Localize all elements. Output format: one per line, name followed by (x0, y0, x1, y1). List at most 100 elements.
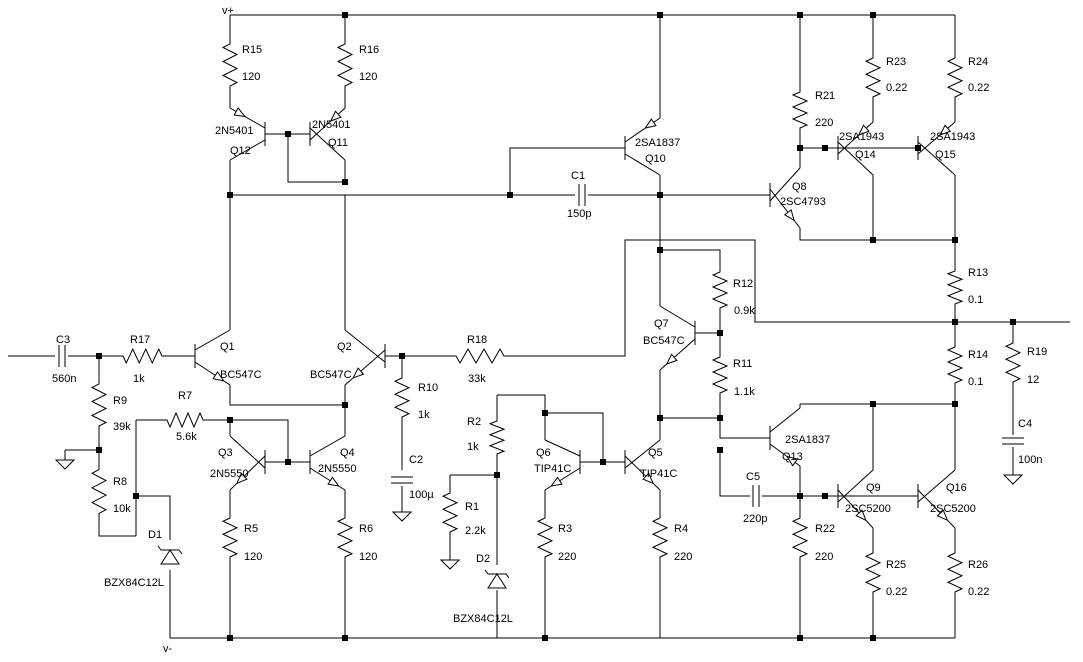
transistor-q14 (837, 121, 874, 176)
capacitor-c3 (58, 345, 66, 367)
transistor-collector (769, 407, 801, 433)
transistor-q4 (309, 435, 346, 491)
ground-symbol (54, 459, 76, 470)
component-label: 2SC4793 (780, 196, 826, 208)
wire (509, 147, 625, 195)
capacitor-c5 (752, 485, 760, 507)
ground-triangle (54, 459, 76, 470)
ground-symbol (391, 511, 413, 522)
transistor-emitter-arrow (550, 476, 563, 487)
component-label: R21 (815, 90, 835, 102)
transistor-collector (544, 439, 581, 457)
zener-d1 (157, 545, 183, 565)
junction-dot (952, 319, 958, 325)
transistor-collector (309, 127, 346, 161)
junction-dot (342, 402, 348, 408)
component-label: 1k (133, 373, 145, 385)
transistor-emitter-arrow (329, 110, 342, 122)
diode-triangle (487, 573, 507, 589)
transistor-emitter (229, 455, 266, 491)
component-label: BZX84C12L (453, 613, 513, 625)
component-label: 10k (113, 503, 131, 515)
junction-dot (797, 145, 803, 151)
component-label: 0.22 (886, 82, 907, 94)
component-label: R3 (558, 523, 572, 535)
transistor-collector (229, 435, 266, 469)
resistor-body (221, 505, 239, 570)
ground-triangle (391, 511, 413, 522)
wire (98, 528, 136, 537)
transistor-emitter (769, 188, 801, 229)
component-label: 2SC5200 (930, 503, 976, 515)
component-label: 1k (418, 409, 430, 421)
component-label: R12 (733, 278, 753, 290)
component-label: R9 (113, 395, 127, 407)
component-label: Q6 (536, 447, 551, 459)
transistor-emitter (309, 107, 346, 141)
diode-cathode-bar (484, 569, 510, 579)
transistor-q7 (659, 305, 696, 371)
junction-dot (494, 472, 500, 478)
component-label: 0.22 (968, 82, 989, 94)
resistor-r8 (90, 455, 108, 528)
component-label: R4 (674, 523, 688, 535)
component-label: BC547C (220, 369, 262, 381)
component-label: 100µ (409, 489, 434, 501)
component-label: Q14 (855, 149, 876, 161)
resistor-body (864, 45, 882, 110)
component-label: Q8 (792, 181, 807, 193)
ground-triangle (439, 559, 461, 570)
transistor-q1 (194, 329, 231, 386)
resistor-body (1004, 330, 1022, 395)
component-label: R6 (359, 523, 373, 535)
transistor-emitter-arrow (855, 509, 867, 522)
resistor-r1 (441, 480, 459, 545)
diode-triangle (160, 549, 180, 565)
junction-dot (717, 415, 723, 421)
component-label: 120 (244, 551, 262, 563)
transistor-q10 (624, 117, 661, 176)
junction-dot (822, 493, 828, 499)
resistor-r3 (536, 505, 554, 570)
component-label: 120 (359, 71, 377, 83)
junction-dot (542, 635, 548, 641)
component-label: 220 (815, 117, 833, 129)
component-label: Q5 (648, 447, 663, 459)
wire (136, 495, 171, 540)
component-label: R15 (242, 44, 262, 56)
resistor-body (155, 411, 215, 429)
transistor-collector (659, 305, 696, 328)
resistor-body (864, 540, 882, 605)
component-label: 1.1k (734, 386, 755, 398)
resistor-r6 (336, 505, 354, 570)
component-label: 120 (359, 551, 377, 563)
component-label: C5 (746, 471, 760, 483)
component-label: 33k (468, 373, 486, 385)
resistor-r24 (946, 45, 964, 110)
transistor-emitter (917, 121, 956, 155)
wire (229, 385, 345, 406)
ground-triangle (1002, 474, 1024, 485)
junction-dot (227, 635, 233, 641)
component-label: 39k (113, 421, 131, 433)
resistor-body (711, 260, 729, 320)
resistor-body (393, 365, 411, 430)
resistor-r13 (946, 260, 964, 315)
component-label: Q9 (866, 482, 881, 494)
junction-dot (870, 401, 876, 407)
component-label: D2 (476, 553, 490, 565)
resistor-r15 (221, 30, 239, 100)
component-label: Q7 (654, 318, 669, 330)
transistor-emitter-arrow (785, 455, 799, 467)
resistor-body (946, 45, 964, 110)
transistor-collector (194, 329, 231, 351)
junction-dot (1010, 319, 1016, 325)
resistor-body (110, 347, 175, 365)
component-label: 2SA1837 (785, 434, 830, 446)
resistor-body (336, 505, 354, 570)
junction-dot (133, 493, 139, 499)
transistor-emitter (837, 121, 874, 155)
resistor-r23 (864, 45, 882, 110)
component-label: R16 (359, 44, 379, 56)
resistor-body (711, 345, 729, 405)
